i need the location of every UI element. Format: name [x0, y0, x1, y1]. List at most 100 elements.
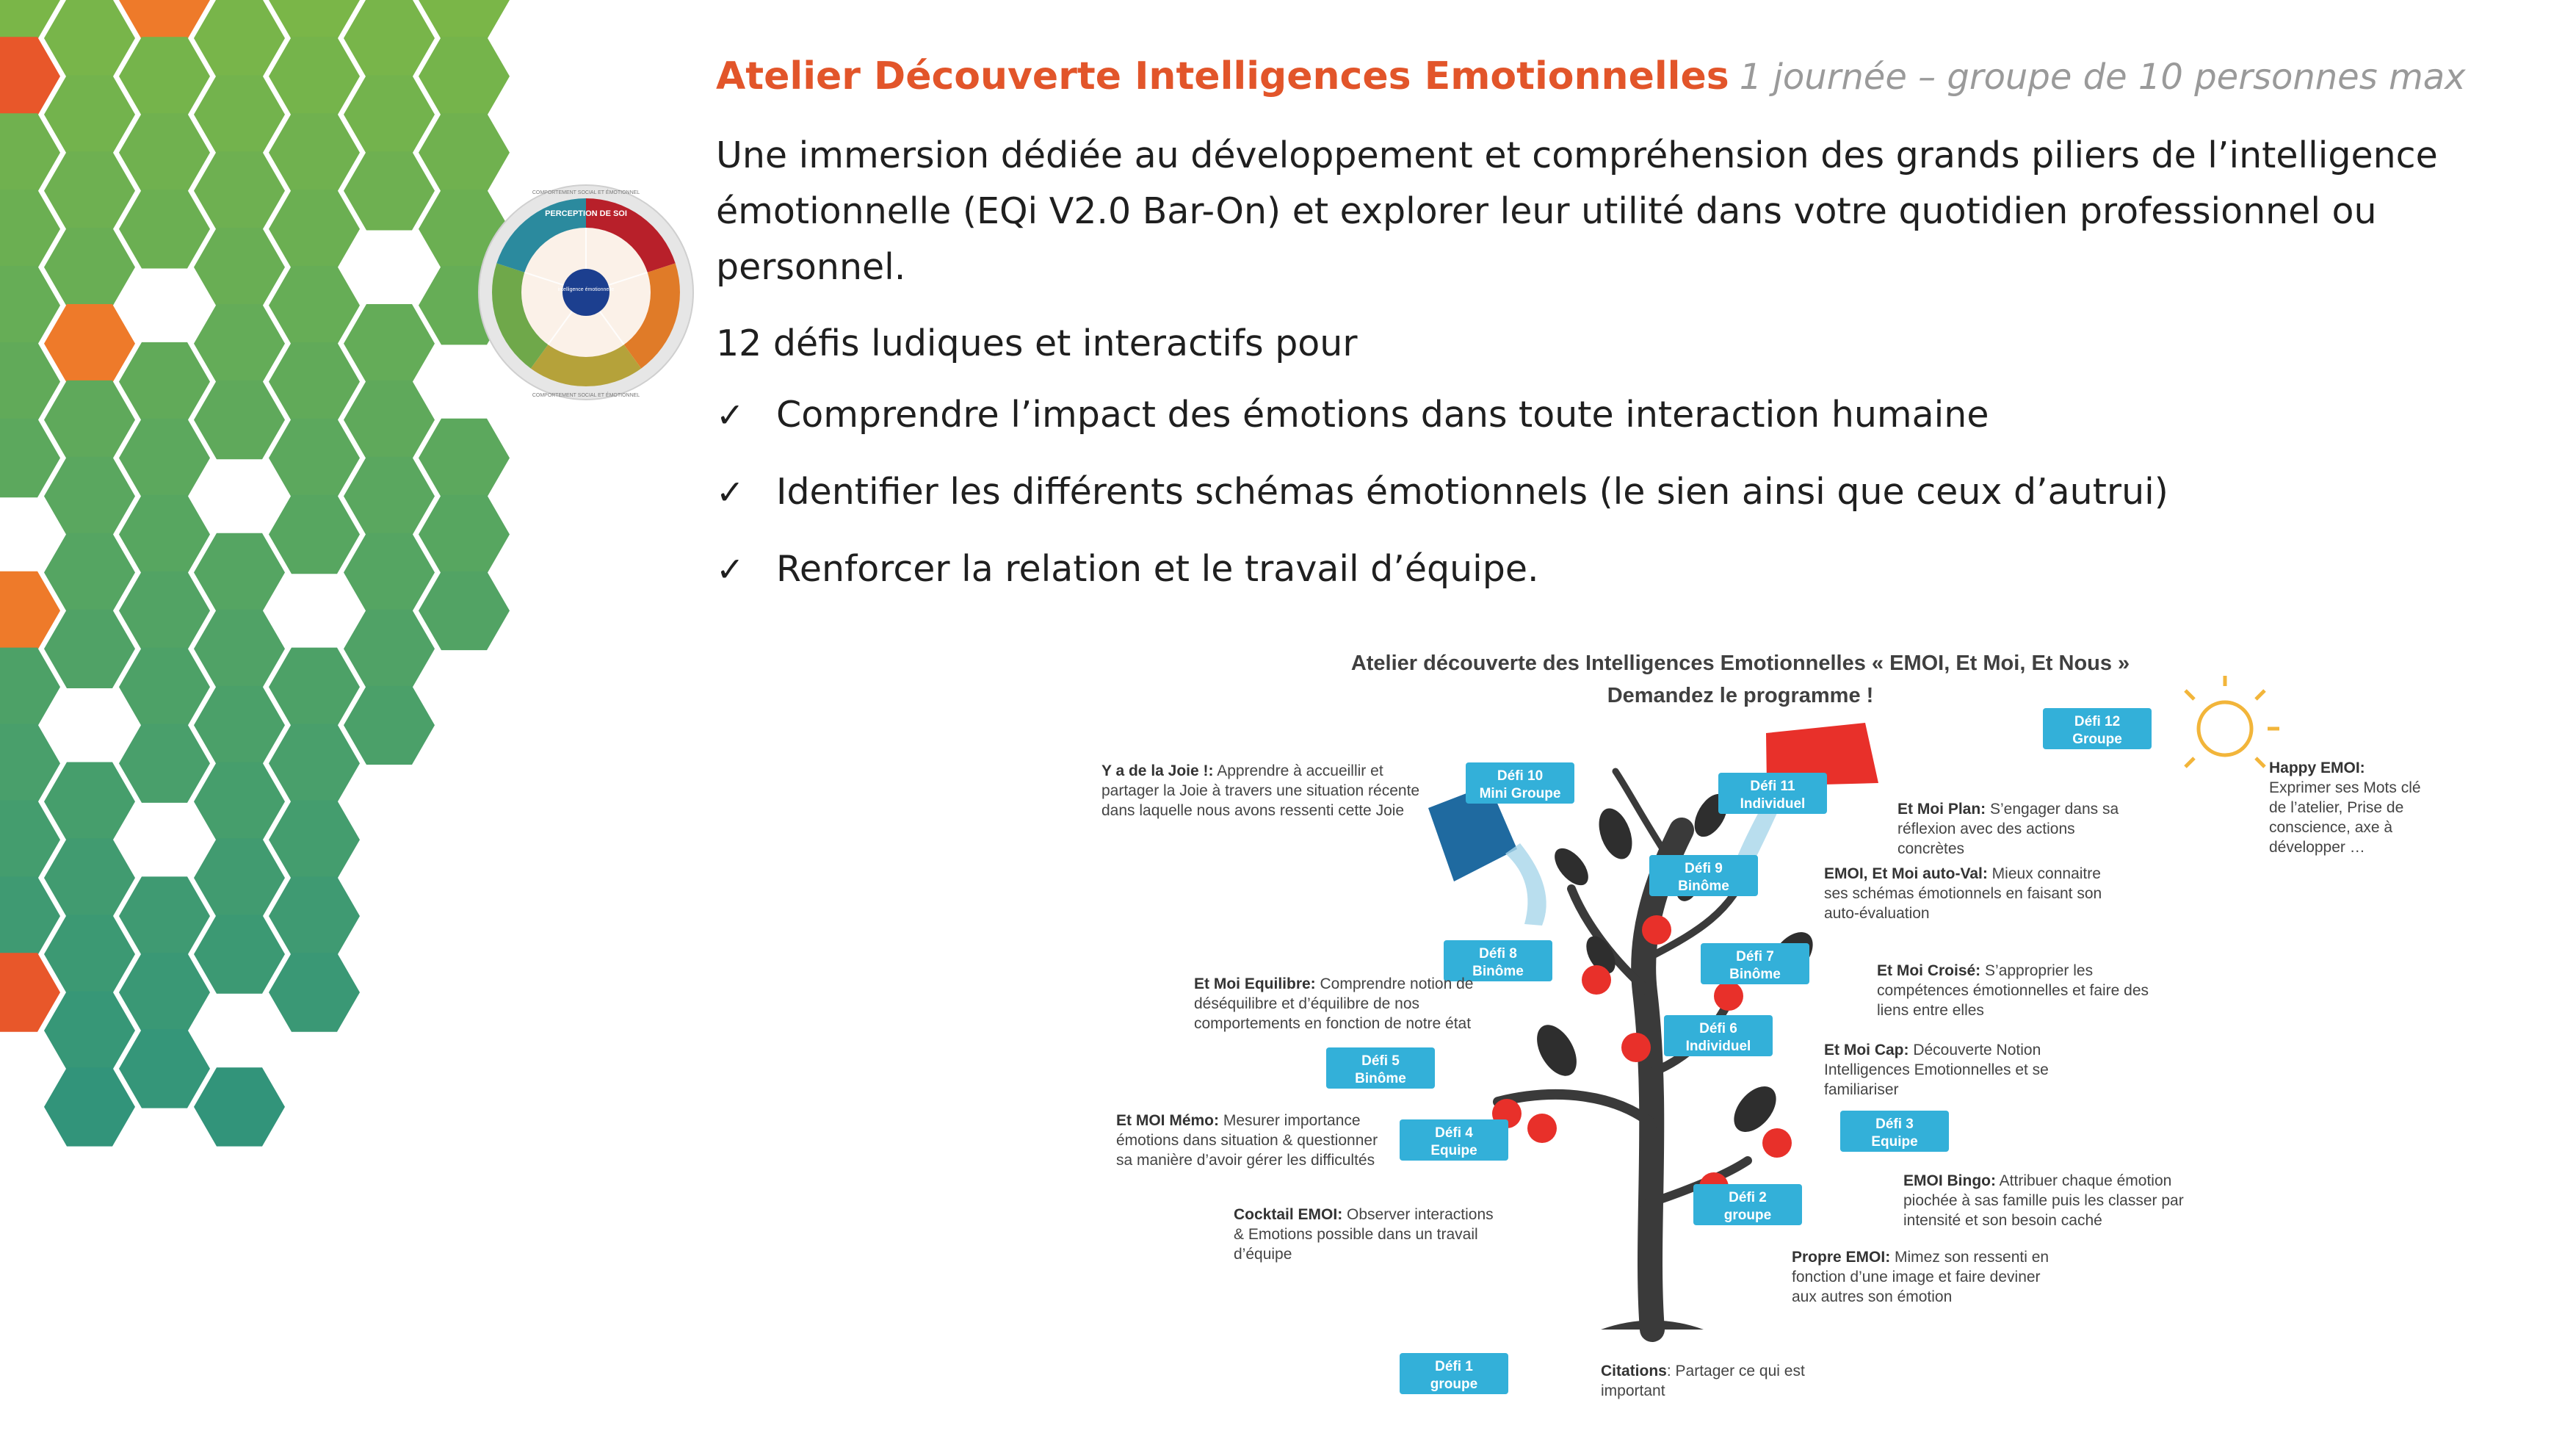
hexagon-tile [194, 304, 285, 383]
hexagon-tile [194, 75, 285, 154]
defi-tag-label: Défi 9 [1685, 861, 1723, 876]
hexagon-tile [194, 609, 285, 688]
defi-tag: Défi 6 Individuel [1664, 1015, 1773, 1056]
tree-base [1601, 1320, 1704, 1330]
hexagon-tile [269, 37, 360, 116]
hexagon-tile [44, 838, 135, 917]
hexagon-tile [194, 838, 285, 917]
hexagon-tile [269, 494, 360, 574]
defi-tag-label: Binôme [1472, 964, 1524, 979]
defi-tag-box [1701, 943, 1809, 984]
checkmark-icon: ✓ [716, 395, 745, 435]
page-title: Atelier Découverte Intelligences Emotion… [716, 54, 1729, 98]
hexagon-tile [419, 0, 510, 40]
hexagon-tile [269, 113, 360, 192]
defi-tag: Défi 11 Individuel [1718, 773, 1827, 814]
hexagon-tile [119, 571, 210, 651]
hexagon-tile [119, 876, 210, 956]
hexagon-tile [419, 37, 510, 116]
hexagon-tile [269, 876, 360, 956]
defi-description: Cocktail EMOI: Observer interactions& Em… [1234, 1206, 1494, 1263]
program-tree-infographic: Atelier découverte des Intelligences Emo… [1101, 652, 2421, 1399]
defi-tag-box [1693, 1184, 1802, 1225]
hexagon-tile [344, 304, 435, 383]
hexagon-tile [119, 418, 210, 498]
sun-icon [2184, 676, 2279, 768]
page-header: Atelier Découverte Intelligences Emotion… [716, 54, 2466, 98]
defi-tag-label: Individuel [1686, 1039, 1751, 1054]
defi-tag-label: Défi 6 [1699, 1021, 1737, 1036]
hexagon-pattern-decoration [0, 0, 510, 1147]
checklist-item: ✓Renforcer la relation et le travail d’é… [716, 548, 1539, 590]
hexagon-tile [0, 113, 60, 192]
defi-tag-label: Défi 2 [1729, 1190, 1767, 1205]
hexagon-tile [194, 685, 285, 765]
hexagon-tile [119, 1029, 210, 1108]
hexagon-tile [419, 571, 510, 651]
defi-tag-label: Groupe [2072, 732, 2122, 747]
hexagon-tile [194, 1067, 285, 1147]
intro-line: personnel. [716, 246, 906, 288]
defi-tag-label: Binôme [1678, 879, 1729, 894]
defi-tag-label: Défi 10 [1497, 768, 1543, 784]
hexagon-tile [194, 915, 285, 994]
defi-tag-box [1664, 1015, 1773, 1056]
defi-tag: Défi 4 Equipe [1400, 1119, 1508, 1161]
hexagon-tile [0, 266, 60, 345]
hexagon-tile [269, 342, 360, 422]
hexagon-tile [0, 953, 60, 1032]
defi-tag-label: Equipe [1430, 1143, 1477, 1158]
defi-tag: Défi 5 Binôme [1326, 1047, 1435, 1089]
tree-apples [1492, 915, 1792, 1202]
hexagon-tile [119, 37, 210, 116]
wheel-center-label: intelligence émotionnelle [558, 287, 615, 292]
defi-tag-box [1400, 1353, 1508, 1394]
defi-tag-label: Défi 3 [1875, 1117, 1914, 1132]
hexagon-tile [44, 151, 135, 231]
hexagon-tile [44, 0, 135, 78]
defi-tag-label: Binôme [1355, 1071, 1406, 1086]
defi-tag-label: Défi 4 [1435, 1125, 1473, 1141]
hexagon-tile [44, 380, 135, 460]
hexagon-tile [44, 1067, 135, 1147]
program-title: Atelier découverte des Intelligences Emo… [1351, 652, 2130, 675]
intro-line: Une immersion dédiée au développement et… [716, 134, 2438, 176]
defi-tag-label: Défi 11 [1750, 779, 1795, 794]
hexagon-tile [344, 75, 435, 154]
hexagon-tile [194, 380, 285, 460]
wheel-outer-bottom: COMPORTEMENT SOCIAL ET ÉMOTIONNEL [532, 392, 640, 398]
hexagon-tile [0, 876, 60, 956]
hexagon-tile [194, 533, 285, 613]
hexagon-tile [0, 800, 60, 879]
defi-tag-label: Individuel [1740, 796, 1806, 812]
defis-intro-text: 12 défis ludiques et interactifs pour [716, 322, 1358, 364]
defi-tag-box [1444, 940, 1552, 981]
hexagon-tile [419, 113, 510, 192]
hexagon-tile [344, 0, 435, 78]
defi-tag-box [2043, 708, 2152, 749]
hexagon-tile [194, 228, 285, 307]
intro-line: émotionnelle (EQi V2.0 Bar-On) et explor… [716, 190, 2377, 232]
hexagon-tile [344, 685, 435, 765]
hexagon-tile [0, 724, 60, 803]
defi-tag-label: Défi 5 [1361, 1053, 1400, 1069]
checkmark-icon: ✓ [716, 549, 745, 589]
hexagon-tile [269, 647, 360, 726]
hexagon-tile [119, 113, 210, 192]
hexagon-tile [0, 342, 60, 422]
defi-tag-box [1400, 1119, 1508, 1161]
hexagon-tile [119, 494, 210, 574]
checkmark-icon: ✓ [716, 472, 745, 512]
defi-tag-box [1326, 1047, 1435, 1089]
hexagon-tile [0, 190, 60, 269]
